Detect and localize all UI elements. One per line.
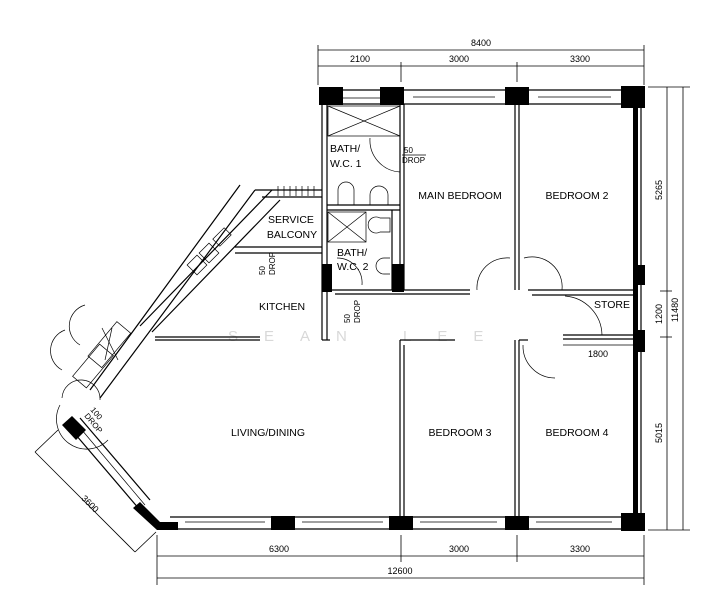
label-service-line1: SERVICE xyxy=(268,214,314,226)
drop-bath2-label: DROP xyxy=(353,300,362,323)
dim-right-total: 11480 xyxy=(670,298,680,322)
label-service-line2: BALCONY xyxy=(267,229,317,241)
label-bedroom-4: BEDROOM 4 xyxy=(545,427,608,439)
label-living-dining: LIVING/DINING xyxy=(231,427,305,439)
label-kitchen: KITCHEN xyxy=(259,301,305,313)
dim-diagonal: 3600 xyxy=(80,493,101,514)
label-bath1-line2: W.C. 1 xyxy=(330,158,362,170)
dim-bottom-3: 3300 xyxy=(570,544,590,554)
label-store: STORE xyxy=(594,299,630,311)
drop-bath2-value: 50 xyxy=(343,314,352,323)
dim-top-1: 2100 xyxy=(350,54,370,64)
drop-balcony-label: DROP xyxy=(268,252,277,275)
label-bath2-line1: BATH/ xyxy=(337,247,367,259)
dim-top-total: 8400 xyxy=(471,38,491,48)
label-bedroom-3: BEDROOM 3 xyxy=(428,427,491,439)
room-labels: BATH/ W.C. 1 MAIN BEDROOM BEDROOM 2 SERV… xyxy=(231,143,630,439)
dim-bottom-2: 3000 xyxy=(449,544,469,554)
dim-store-width: 1800 xyxy=(588,349,608,359)
outer-walls xyxy=(62,86,645,531)
label-bath2-line2: W.C. 2 xyxy=(337,261,369,273)
dim-bottom-1: 6300 xyxy=(269,544,289,554)
diagonal-dimension: 3600 xyxy=(34,429,157,553)
dim-top-2: 3000 xyxy=(449,54,469,64)
kitchen-diagonal-wall xyxy=(50,184,322,450)
right-dimensions: 5265 1200 5015 11480 xyxy=(648,86,690,531)
label-main-bedroom: MAIN BEDROOM xyxy=(418,190,501,202)
drop-bath1-label: DROP xyxy=(402,156,425,165)
top-dimensions: 8400 2100 3000 3300 xyxy=(317,38,645,85)
drop-balcony-value: 50 xyxy=(258,266,267,275)
drop-bath1-value: 50 xyxy=(404,146,413,155)
interior-walls xyxy=(321,104,634,517)
dim-right-2: 1200 xyxy=(654,304,664,324)
dim-right-3: 5015 xyxy=(654,423,664,443)
dim-top-3: 3300 xyxy=(570,54,590,64)
dim-right-1: 5265 xyxy=(654,180,664,200)
label-bedroom-2: BEDROOM 2 xyxy=(545,190,608,202)
bottom-dimensions: 6300 3000 3300 12600 xyxy=(156,535,645,585)
label-bath1-line1: BATH/ xyxy=(330,143,360,155)
watermark: SEAN LEE xyxy=(228,328,509,345)
dim-bottom-total: 12600 xyxy=(387,566,412,576)
